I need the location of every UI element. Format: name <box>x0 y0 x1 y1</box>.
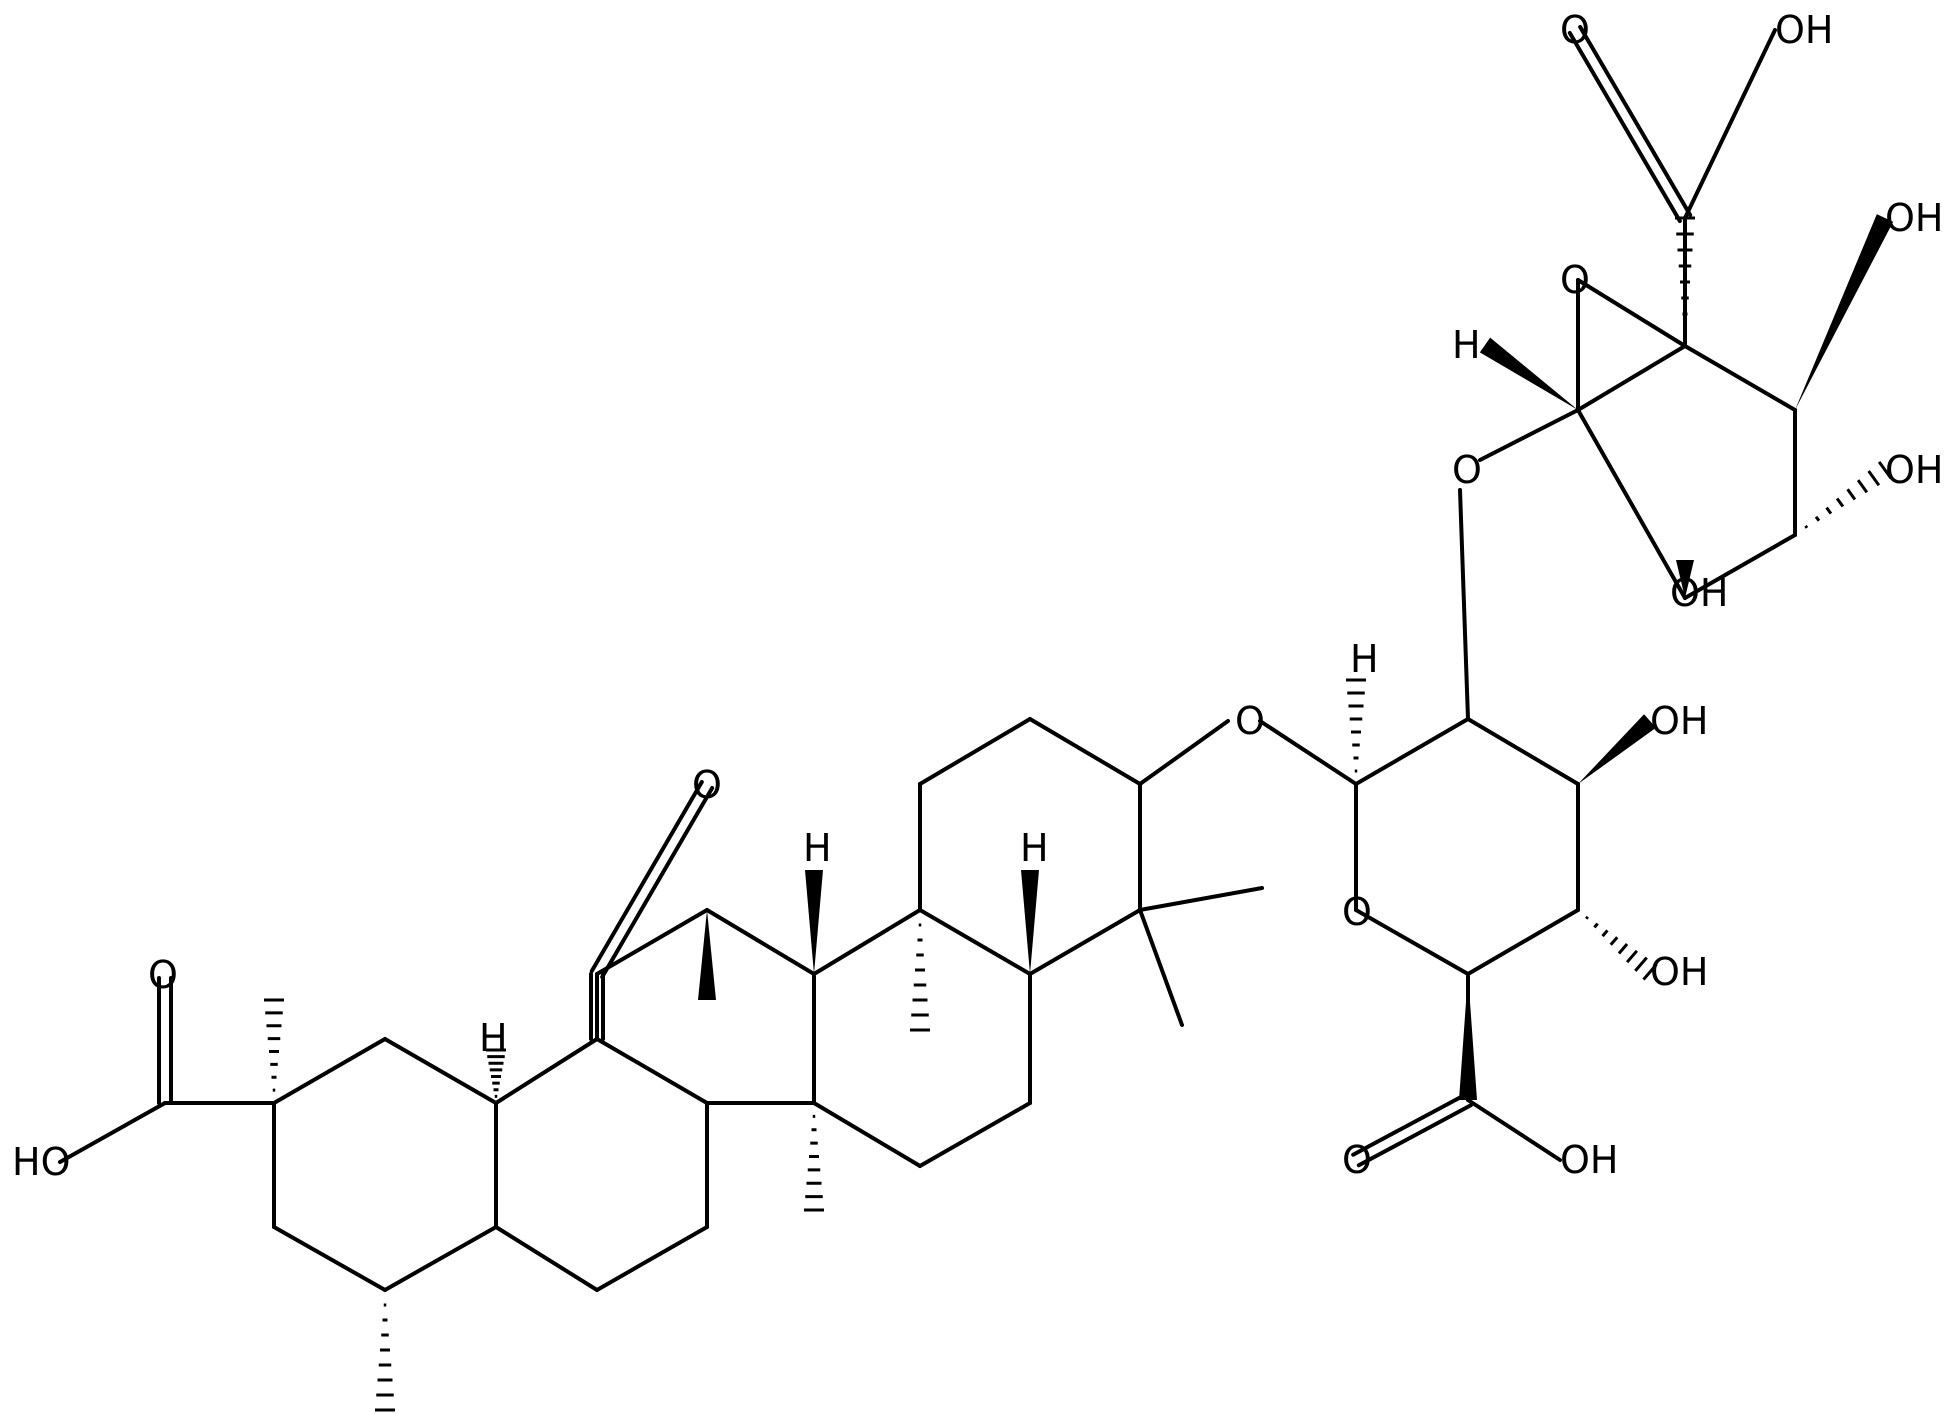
atom-label-oh-glc-2: OH <box>1650 950 1708 994</box>
hashed-bond <box>1846 488 1857 501</box>
bond-line <box>1576 278 1687 348</box>
atom-label-h-c5: H <box>1020 826 1049 870</box>
bond-line <box>1354 717 1470 786</box>
bond-network <box>58 24 1797 1292</box>
atom-label-oh-acid-2: OH <box>1775 8 1833 52</box>
wedge-bond <box>1795 214 1894 410</box>
wedge-bond <box>1578 714 1656 784</box>
hashed-bond <box>1867 470 1881 487</box>
bond-line <box>812 908 922 976</box>
atom-label-o-ring-1: O <box>1342 890 1372 934</box>
wedge-bond <box>1021 870 1039 974</box>
bond-line <box>1466 908 1580 976</box>
bond-line <box>1138 719 1230 786</box>
atom-label-o-glycosidic-1: O <box>1235 699 1265 743</box>
wedge-bond <box>805 870 823 974</box>
bond-line <box>58 1101 167 1164</box>
hashed-bond <box>1625 949 1639 964</box>
atom-label-h-anomeric-2: H <box>1452 323 1481 367</box>
hashed-bond <box>1617 943 1629 955</box>
hashed-bond <box>1593 922 1599 929</box>
atom-label-h-c9: H <box>803 826 832 870</box>
bond-line <box>918 908 1032 976</box>
bond-line <box>383 1225 498 1292</box>
double-bond-line <box>589 779 704 973</box>
wedge-bond <box>1676 560 1694 598</box>
bond-line <box>1683 344 1797 412</box>
hashed-bond <box>1585 915 1589 920</box>
bond-line <box>383 1037 498 1105</box>
hashed-bond <box>1601 929 1609 938</box>
atom-label-o-carbonyl-left: O <box>148 953 178 997</box>
bond-line <box>1028 717 1142 786</box>
atom-label-ho-acid-left: HO <box>12 1140 70 1184</box>
hashed-bond <box>1609 936 1619 946</box>
bond-line <box>272 1037 387 1105</box>
bond-line <box>494 1037 599 1105</box>
bond-line <box>1458 488 1470 721</box>
double-bond-line <box>1567 31 1682 224</box>
bond-line <box>494 1225 599 1292</box>
hashed-bond <box>1634 956 1648 972</box>
double-bond-line <box>600 786 715 980</box>
hashed-bond <box>1814 515 1821 522</box>
bond-line <box>812 1101 922 1168</box>
bond-line <box>595 1225 709 1292</box>
bond-line <box>1683 28 1777 220</box>
bond-line <box>595 908 709 976</box>
bond-line <box>1258 719 1358 786</box>
atom-label-o-carbonyl-2: O <box>1560 8 1590 52</box>
atom-label-oh-glc-5: OH <box>1670 571 1728 615</box>
wedge-bond <box>698 910 716 1000</box>
hashed-bond <box>1877 461 1893 479</box>
hashed-bond <box>1835 497 1845 508</box>
wedge-bond <box>1479 337 1578 410</box>
hashed-bond <box>1804 524 1809 529</box>
bond-line <box>1478 408 1580 462</box>
bond-line <box>918 717 1032 786</box>
atom-label-oh-acid-1: OH <box>1560 1138 1618 1182</box>
double-bond-line <box>1356 1103 1473 1168</box>
bond-line <box>272 1225 387 1292</box>
bond-line <box>1576 408 1687 600</box>
hashed-bond <box>1825 506 1833 515</box>
bond-line <box>1028 908 1142 976</box>
atom-label-o-ketone: O <box>692 763 722 807</box>
wedge-bond <box>1459 974 1477 1100</box>
stereo-bonds <box>264 214 1894 1412</box>
bond-line <box>1138 886 1264 912</box>
atom-label-o-ring-2: O <box>1560 258 1590 302</box>
atom-label-oh-glc-4: OH <box>1885 448 1943 492</box>
bond-line <box>1466 1098 1562 1162</box>
atom-label-h-anomeric-1: H <box>1350 637 1379 681</box>
atom-label-oh-glc-1: OH <box>1650 699 1708 743</box>
double-bond-line <box>1351 1092 1468 1157</box>
atom-label-o-carbonyl-1: O <box>1342 1138 1372 1182</box>
hashed-bond <box>1856 479 1869 494</box>
atom-labels: HO O H O H H O H OH O OH O OH O H O OH O… <box>12 8 1943 1184</box>
atom-label-oh-glc-3: OH <box>1885 196 1943 240</box>
bond-line <box>1466 717 1580 786</box>
double-bond-line <box>1578 24 1693 217</box>
bond-line <box>1683 533 1797 600</box>
bond-line <box>1576 344 1687 412</box>
atom-label-h-ring-d: H <box>479 1016 508 1060</box>
bond-line <box>1354 908 1470 976</box>
bond-line <box>705 908 816 976</box>
hashed-bond <box>1642 963 1658 981</box>
bond-line <box>918 1101 1032 1168</box>
bond-line <box>595 1037 709 1105</box>
atom-label-o-glycosidic-2: O <box>1452 448 1482 492</box>
bond-line <box>1138 908 1184 1027</box>
